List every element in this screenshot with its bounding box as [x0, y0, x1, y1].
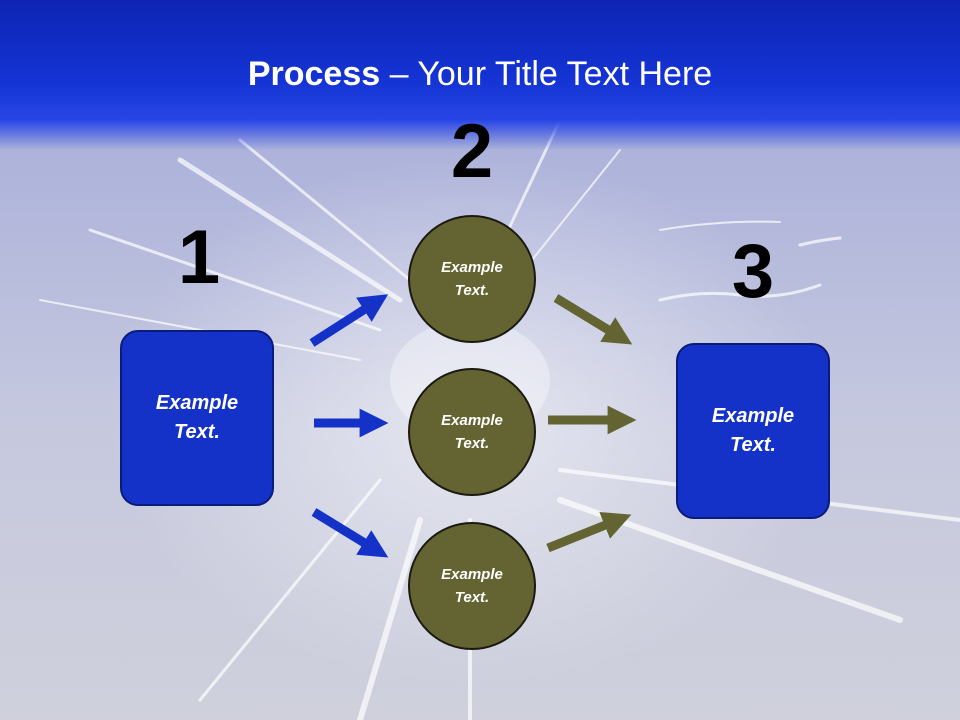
circle-middle-text: Example Text. [441, 412, 503, 452]
left-box: Example Text. [120, 330, 274, 506]
title-bar [0, 0, 960, 150]
circle-top-text: Example Text. [441, 259, 503, 299]
circle-bottom-text: Example Text. [441, 566, 503, 606]
circle-bottom: Example Text. [408, 522, 536, 650]
step-number-2: 2 [450, 109, 494, 194]
title-rest: – Your Title Text Here [380, 55, 713, 93]
step-number-3: 3 [731, 229, 775, 314]
page-title: Process – Your Title Text Here [0, 52, 960, 96]
right-box: Example Text. [676, 343, 830, 519]
arrow-left-to-bottom [311, 508, 389, 558]
circle-top: Example Text. [408, 215, 536, 343]
title-bold: Process [247, 55, 381, 93]
step-number-1: 1 [177, 215, 221, 300]
arrow-top-to-right [553, 294, 633, 345]
left-box-text: Example Text. [155, 392, 239, 443]
circle-middle: Example Text. [408, 368, 536, 496]
arrow-left-to-top [309, 294, 389, 347]
arrow-bottom-to-right [546, 511, 632, 553]
right-box-text: Example Text. [711, 405, 795, 456]
